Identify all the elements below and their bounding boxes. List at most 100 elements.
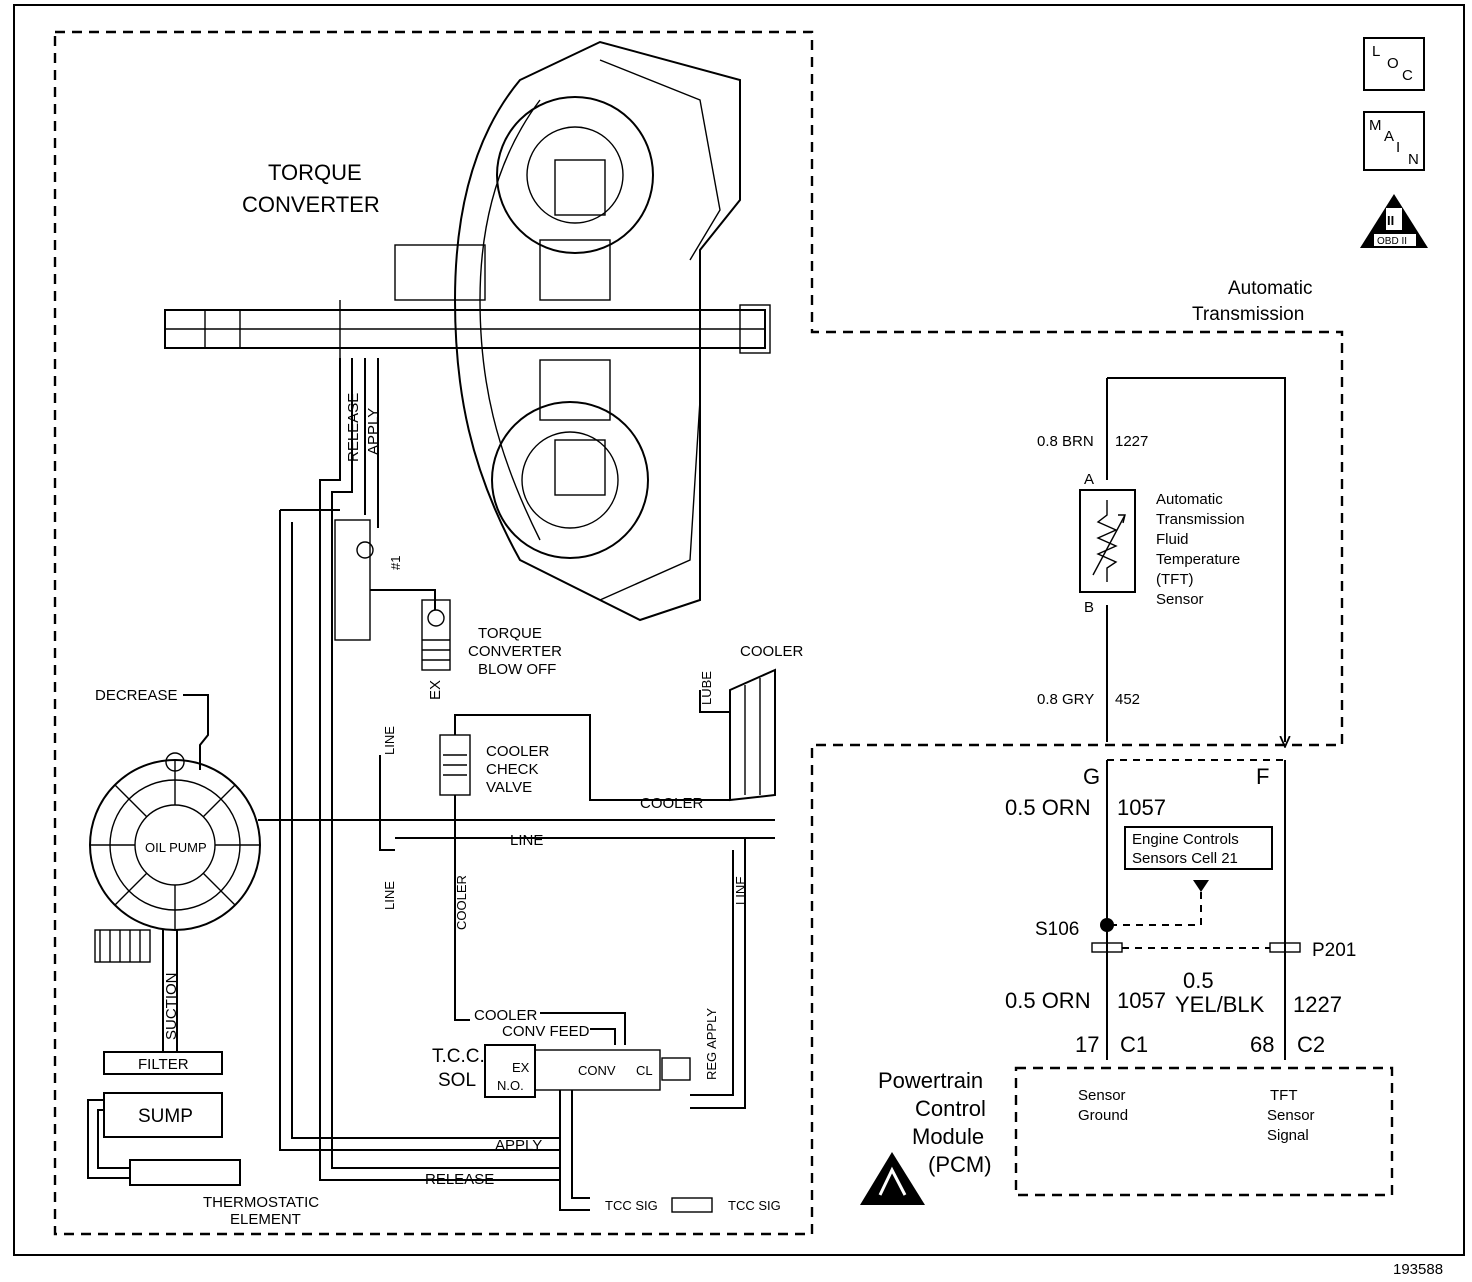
tft-sensor-label: Automatic bbox=[1156, 491, 1223, 508]
torque-converter-title: TORQUE bbox=[268, 160, 362, 185]
transmission-label: Automatic bbox=[1228, 278, 1312, 299]
svg-text:1057: 1057 bbox=[1117, 988, 1166, 1013]
oil-pump-label: OIL PUMP bbox=[145, 840, 207, 855]
svg-text:CONVERTER: CONVERTER bbox=[468, 643, 562, 660]
sump-box bbox=[103, 1092, 223, 1138]
hydraulic-circuit: RELEASE APPLY APPLY RELEASE #1 EX TORQUE… bbox=[87, 358, 804, 1228]
esd-warning-icon bbox=[860, 1152, 925, 1205]
tcc-sol-label: T.C.C. bbox=[432, 1046, 485, 1067]
svg-text:1057: 1057 bbox=[1117, 795, 1166, 820]
pin-b: B bbox=[1084, 599, 1094, 616]
pcm-pin-68: 68 bbox=[1250, 1032, 1274, 1057]
s106-label: S106 bbox=[1035, 919, 1079, 940]
cl-label: CL bbox=[636, 1063, 653, 1078]
pcm-sensor-ground: Sensor bbox=[1078, 1087, 1126, 1104]
wire-lower-right-size: 0.5 bbox=[1183, 968, 1214, 993]
svg-text:A: A bbox=[1384, 128, 1394, 145]
svg-text:BLOW OFF: BLOW OFF bbox=[478, 661, 556, 678]
check-ball-1-label: #1 bbox=[388, 556, 403, 570]
apply-bottom-label: APPLY bbox=[495, 1137, 542, 1154]
pcm-pin-17: 17 bbox=[1075, 1032, 1099, 1057]
svg-text:M: M bbox=[1369, 117, 1382, 134]
engine-controls-ref-box[interactable] bbox=[1124, 826, 1273, 870]
reg-apply-label: REG APPLY bbox=[704, 1008, 719, 1080]
suction-label: SUCTION bbox=[163, 973, 180, 1041]
wire-a-label: 0.8 BRN bbox=[1037, 433, 1094, 450]
obd-ii-icon[interactable]: II OBD II bbox=[1360, 194, 1428, 248]
svg-text:VALVE: VALVE bbox=[486, 779, 532, 796]
electrical-circuit: Automatic Transmission 0.8 BRN 1227 A B … bbox=[860, 278, 1394, 1205]
svg-text:1227: 1227 bbox=[1115, 433, 1148, 450]
tcc-sig-label-left: TCC SIG bbox=[605, 1198, 658, 1213]
svg-text:EX: EX bbox=[427, 680, 444, 700]
wire-g-label: 0.5 ORN bbox=[1005, 795, 1091, 820]
no-label: N.O. bbox=[497, 1078, 524, 1093]
pin-f: F bbox=[1256, 764, 1269, 789]
svg-text:Signal: Signal bbox=[1267, 1127, 1309, 1144]
svg-text:Temperature: Temperature bbox=[1156, 551, 1240, 568]
line-label-lower: LINE bbox=[382, 881, 397, 910]
cooler-vertical-label: COOLER bbox=[454, 875, 469, 930]
svg-text:1227: 1227 bbox=[1293, 992, 1342, 1017]
filter-box bbox=[103, 1051, 223, 1075]
sump-label: SUMP bbox=[138, 1106, 193, 1127]
svg-text:EX: EX bbox=[512, 1060, 530, 1075]
svg-text:C: C bbox=[1402, 67, 1413, 84]
blow-off-valve: EX TORQUE CONVERTER BLOW OFF bbox=[421, 599, 562, 700]
pin-a: A bbox=[1084, 471, 1094, 488]
svg-text:Sensor: Sensor bbox=[1267, 1107, 1315, 1124]
svg-text:YEL/BLK: YEL/BLK bbox=[1175, 992, 1265, 1017]
line-label-upper: LINE bbox=[382, 726, 397, 755]
svg-text:(TFT): (TFT) bbox=[1156, 571, 1193, 588]
main-icon[interactable]: M A I N bbox=[1363, 111, 1425, 171]
pin-g: G bbox=[1083, 764, 1100, 789]
svg-text:CONVERTER: CONVERTER bbox=[242, 192, 380, 217]
cooler-bottom-label: COOLER bbox=[474, 1007, 538, 1024]
tft-sensor[interactable] bbox=[1079, 489, 1136, 593]
svg-text:Ground: Ground bbox=[1078, 1107, 1128, 1124]
svg-text:Sensors Cell 21: Sensors Cell 21 bbox=[1132, 850, 1238, 867]
svg-text:SOL: SOL bbox=[438, 1070, 476, 1091]
svg-text:N: N bbox=[1408, 151, 1419, 168]
svg-text:452: 452 bbox=[1115, 691, 1140, 708]
release-bottom-label: RELEASE bbox=[425, 1171, 494, 1188]
release-label: RELEASE bbox=[345, 393, 362, 462]
cooler-check-valve-label: COOLER bbox=[486, 743, 550, 760]
svg-text:Transmission: Transmission bbox=[1156, 511, 1245, 528]
cooler-check-valve: COOLER CHECK VALVE COOLER COOLER bbox=[439, 714, 730, 1021]
transmission-boundary bbox=[53, 30, 1344, 1236]
svg-text:Fluid: Fluid bbox=[1156, 531, 1189, 548]
wire-b-label: 0.8 GRY bbox=[1037, 691, 1094, 708]
decrease-label: DECREASE bbox=[95, 687, 178, 704]
svg-text:OBD II: OBD II bbox=[1377, 236, 1407, 247]
pcm-title: Powertrain bbox=[878, 1068, 983, 1093]
wire-lower-left-label: 0.5 ORN bbox=[1005, 988, 1091, 1013]
cooler: COOLER LUBE bbox=[699, 643, 804, 802]
conv-feed-label: CONV FEED bbox=[502, 1023, 590, 1040]
tcc-valve-body: COOLER CONV FEED T.C.C. SOL EX N.O. CONV… bbox=[432, 1007, 781, 1213]
svg-text:II: II bbox=[1387, 213, 1394, 228]
svg-text:Control: Control bbox=[915, 1096, 986, 1121]
pcm-module[interactable] bbox=[1014, 1066, 1394, 1197]
filter-label: FILTER bbox=[138, 1056, 189, 1073]
pcm-tft-signal: TFT bbox=[1270, 1087, 1298, 1104]
apply-label: APPLY bbox=[365, 408, 382, 455]
torque-converter: TORQUE CONVERTER bbox=[164, 40, 771, 622]
svg-text:C1: C1 bbox=[1120, 1032, 1148, 1057]
lube-label: LUBE bbox=[699, 671, 714, 705]
cooler-line-label: COOLER bbox=[640, 795, 704, 812]
svg-text:C2: C2 bbox=[1297, 1032, 1325, 1057]
line-label-horizontal: LINE bbox=[510, 832, 543, 849]
tcc-sig-label-right: TCC SIG bbox=[728, 1198, 781, 1213]
conv-label: CONV bbox=[578, 1063, 616, 1078]
blow-off-label: TORQUE bbox=[478, 625, 542, 642]
oil-pump: OIL PUMP bbox=[89, 752, 775, 963]
svg-text:L: L bbox=[1372, 43, 1380, 60]
diagram-frame bbox=[13, 4, 1465, 1256]
thermostatic-element-label: THERMOSTATIC bbox=[203, 1194, 319, 1211]
figure-number: 193588 bbox=[1393, 1261, 1443, 1278]
loc-icon[interactable]: L O C bbox=[1363, 37, 1425, 91]
s106-splice bbox=[1100, 918, 1114, 932]
cooler-top-label: COOLER bbox=[740, 643, 804, 660]
